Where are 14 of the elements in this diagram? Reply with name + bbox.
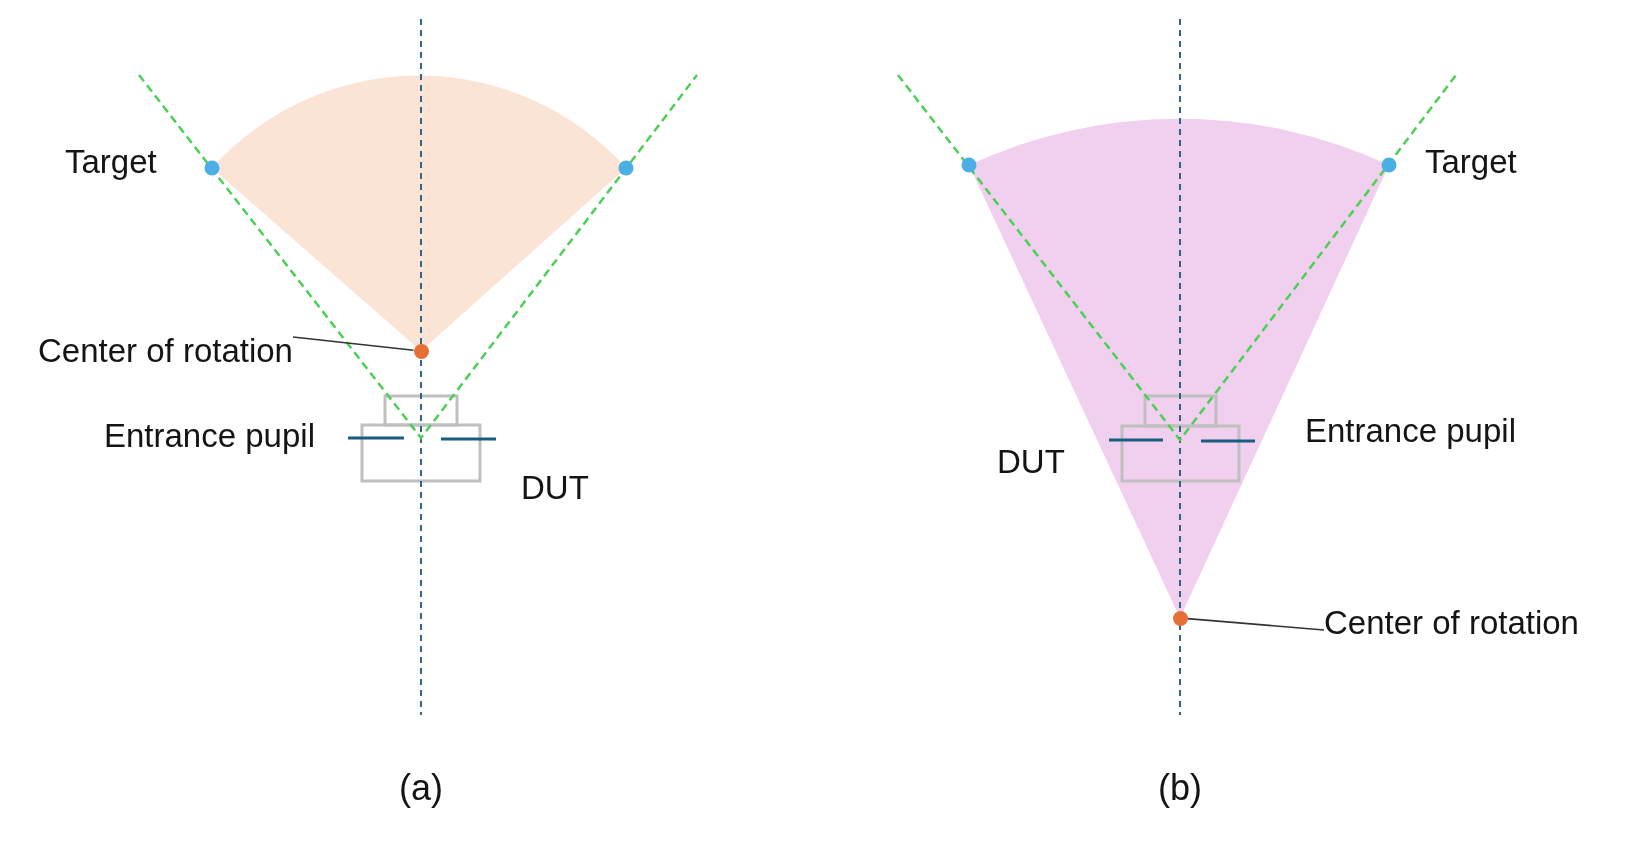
panel-caption: (a) [399,767,443,809]
callout-label: Center of rotation [38,332,293,370]
panel-caption: (b) [1158,767,1202,809]
part-label: Target [1425,143,1517,181]
part-label: Entrance pupil [1305,412,1516,450]
part-label: DUT [521,469,589,507]
center-dot-icon [413,343,429,359]
center-dot-icon [1172,610,1188,626]
part-label: DUT [997,443,1065,481]
part-label: Entrance pupil [104,417,315,455]
leader-line [292,336,415,351]
part-label: Target [65,143,157,181]
leader-line [1186,617,1325,631]
callout-label: Center of rotation [1324,604,1579,642]
